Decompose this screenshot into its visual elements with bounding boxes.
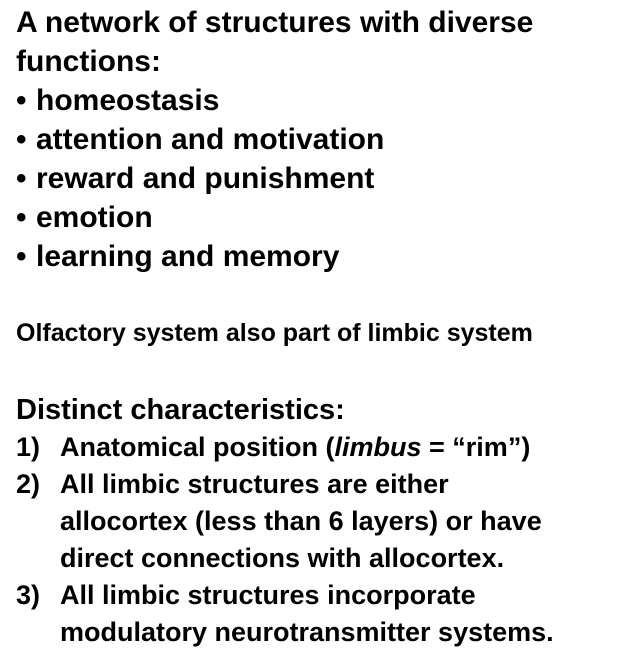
item-line: modulatory neurotransmitter systems. bbox=[60, 617, 554, 647]
characteristic-item-2: 2) All limbic structures are either allo… bbox=[16, 466, 626, 577]
list-item: • homeostasis bbox=[16, 81, 384, 120]
bullet-icon: • bbox=[16, 201, 27, 234]
item-number: 2) bbox=[16, 469, 41, 499]
item-text: All limbic structures are either allocor… bbox=[60, 466, 626, 577]
list-item-text: attention and motivation bbox=[36, 123, 385, 156]
intro-line-2: functions: bbox=[16, 45, 161, 78]
intro-heading: A network of structures with diverse func… bbox=[16, 3, 626, 81]
bullet-icon: • bbox=[16, 84, 27, 117]
list-item-text: emotion bbox=[36, 201, 153, 234]
olfactory-note: Olfactory system also part of limbic sys… bbox=[16, 319, 533, 347]
bullet-icon: • bbox=[16, 240, 27, 273]
item-line: All limbic structures are either bbox=[60, 469, 449, 499]
characteristic-item-1: 1) Anatomical position (limbus = “rim”) bbox=[16, 429, 626, 466]
list-item: • learning and memory bbox=[16, 237, 384, 276]
item-text-italic: limbus bbox=[334, 432, 422, 462]
bullet-icon: • bbox=[16, 162, 27, 195]
list-item: • attention and motivation bbox=[16, 120, 384, 159]
list-item-text: reward and punishment bbox=[36, 162, 375, 195]
item-number: 3) bbox=[16, 580, 41, 610]
item-line: All limbic structures incorporate bbox=[60, 580, 476, 610]
item-text: Anatomical position (limbus = “rim”) bbox=[60, 429, 626, 466]
list-item: • emotion bbox=[16, 198, 384, 237]
bullet-icon: • bbox=[16, 123, 27, 156]
item-line: Anatomical position (limbus = “rim”) bbox=[60, 429, 626, 466]
list-item: • reward and punishment bbox=[16, 159, 384, 198]
item-line: allocortex (less than 6 layers) or have bbox=[60, 506, 542, 536]
intro-line-1: A network of structures with diverse bbox=[16, 6, 534, 39]
list-item-text: learning and memory bbox=[36, 240, 340, 273]
item-line: direct connections with allocortex. bbox=[60, 543, 505, 573]
function-list: • homeostasis • attention and motivation •… bbox=[16, 81, 384, 276]
list-item-text: homeostasis bbox=[36, 84, 220, 117]
item-text-post: = “rim”) bbox=[421, 432, 531, 462]
item-number: 1) bbox=[16, 432, 41, 462]
characteristic-item-3: 3) All limbic structures incorporate mod… bbox=[16, 577, 626, 651]
characteristics-list: 1) Anatomical position (limbus = “rim”) … bbox=[16, 429, 626, 651]
item-text-pre: Anatomical position ( bbox=[60, 432, 335, 462]
item-text: All limbic structures incorporate modula… bbox=[60, 577, 626, 651]
distinct-characteristics-title: Distinct characteristics: bbox=[16, 394, 345, 426]
